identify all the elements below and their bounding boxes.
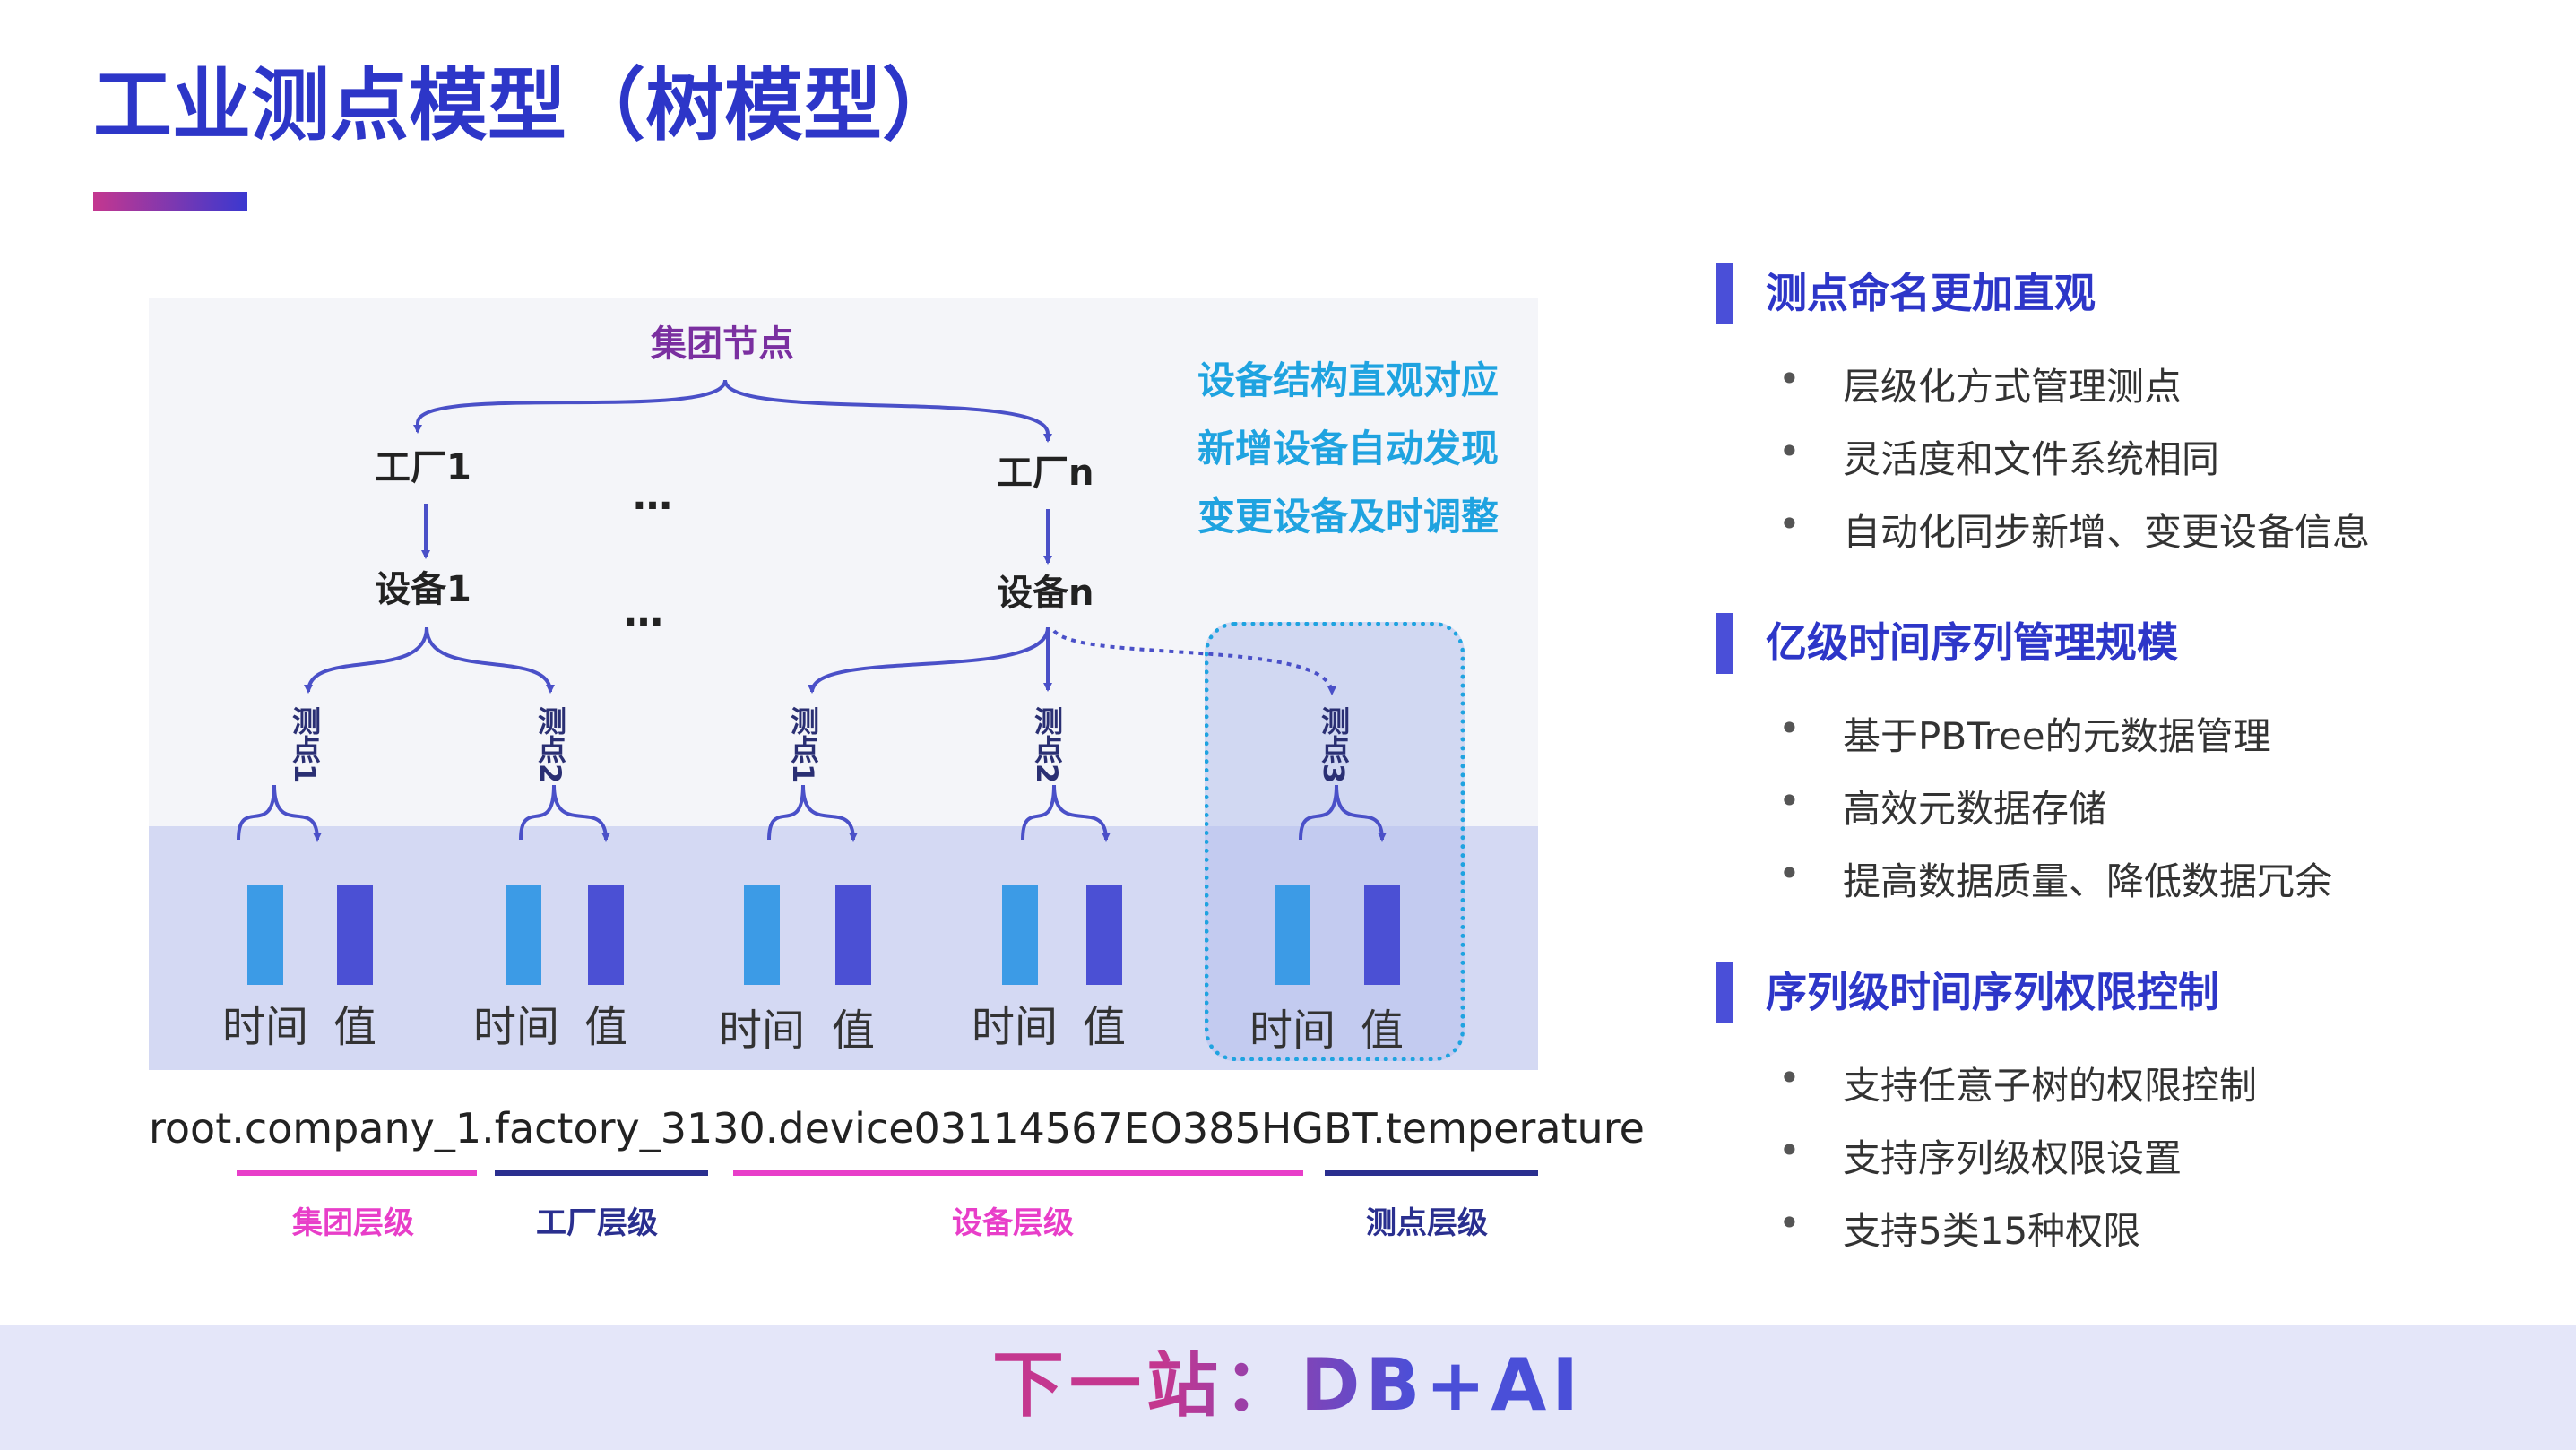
section-accent-bar [1716, 962, 1733, 1023]
arrow-point1b-split [767, 784, 853, 840]
bullet-text: 自动化同步新增、变更设备信息 [1843, 510, 2371, 554]
arrow-point2b-split [1021, 784, 1106, 840]
time-label: 时间 [972, 1002, 1059, 1052]
arrow-point2a-split [519, 784, 606, 840]
title-underline [93, 192, 247, 211]
arrow-point3-split [1299, 784, 1382, 840]
time-label: 时间 [719, 1006, 806, 1056]
point-label: 测点1 [288, 706, 322, 784]
point-label: 测点1 [786, 706, 820, 784]
bullet-text: 灵活度和文件系统相同 [1843, 437, 2220, 481]
arrow-devicen-to-point3 [1052, 629, 1336, 695]
time-bar [1275, 885, 1310, 985]
bullet-icon: • [1778, 1056, 1801, 1100]
arrow-devicen-to-point1 [808, 626, 1050, 694]
section-accent-bar [1716, 613, 1733, 674]
factory-level-label: 工厂层级 [536, 1205, 658, 1241]
bullet-icon: • [1778, 1201, 1801, 1245]
section-title: 序列级时间序列权限控制 [1766, 968, 2219, 1016]
arrow-group-to-factoryn [723, 379, 1052, 443]
section-accent-bar [1716, 263, 1733, 324]
ellipsis-factories: … [633, 473, 672, 519]
time-bar [744, 885, 780, 985]
bullet-icon: • [1778, 502, 1801, 546]
arrow-group-to-factory1 [413, 379, 727, 434]
value-label: 值 [832, 1006, 876, 1056]
bullet-icon: • [1778, 357, 1801, 401]
value-label: 值 [1083, 1002, 1127, 1052]
ellipsis-devices: … [624, 590, 663, 635]
device-level-label: 设备层级 [952, 1205, 1074, 1241]
bullet-text: 支持任意子树的权限控制 [1843, 1064, 2258, 1108]
arrow-device1-to-point1 [304, 626, 428, 694]
section-title: 测点命名更加直观 [1766, 269, 2096, 317]
point-label: 测点2 [533, 706, 567, 784]
feature-2: 新增设备自动发现 [1197, 427, 1500, 470]
factory-level-underline [495, 1170, 708, 1176]
arrow-point1a-split [237, 784, 317, 840]
bullet-icon: • [1778, 779, 1801, 823]
group-level-label: 集团层级 [292, 1205, 414, 1241]
time-label: 时间 [1249, 1006, 1336, 1056]
feature-1: 设备结构直观对应 [1197, 358, 1500, 402]
device-n-node: 设备n [997, 573, 1094, 614]
factory-1-node: 工厂1 [375, 447, 471, 488]
footer-slogan: 下一站：DB+AI [0, 1350, 2576, 1421]
time-bar [1002, 885, 1038, 985]
value-bar [337, 885, 373, 985]
bullet-text: 基于PBTree的元数据管理 [1843, 714, 2271, 758]
bullet-icon: • [1778, 429, 1801, 473]
time-label: 时间 [473, 1002, 560, 1052]
value-bar [1364, 885, 1400, 985]
value-label: 值 [1361, 1006, 1405, 1056]
diagram-arrows [237, 379, 1538, 1070]
bullet-text: 支持序列级权限设置 [1843, 1136, 2183, 1180]
device-level-underline [733, 1170, 1303, 1176]
tree-model-diagram: 集团节点 工厂1 工厂n 设备1 设备n … … 设备结构直观对应 新增设备自动… [149, 298, 1538, 1070]
value-bar [1086, 885, 1122, 985]
time-label: 时间 [222, 1002, 309, 1052]
section-title: 亿级时间序列管理规模 [1766, 618, 2178, 667]
arrow-device1-to-point2 [425, 626, 555, 694]
point-level-underline [1325, 1170, 1538, 1176]
bullet-text: 提高数据质量、降低数据冗余 [1843, 859, 2333, 903]
bullet-icon: • [1778, 706, 1801, 750]
value-bar [835, 885, 871, 985]
group-level-underline [237, 1170, 477, 1176]
time-bar [247, 885, 283, 985]
factory-n-node: 工厂n [997, 453, 1094, 494]
bullet-icon: • [1778, 851, 1801, 895]
device-1-node: 设备1 [375, 569, 471, 610]
point-level-label: 测点层级 [1366, 1205, 1488, 1241]
value-label: 值 [333, 1002, 377, 1052]
bullet-text: 层级化方式管理测点 [1843, 365, 2183, 409]
footer-band: 下一站：DB+AI [0, 1325, 2576, 1450]
page-title: 工业测点模型（树模型） [93, 59, 962, 151]
group-node: 集团节点 [651, 324, 794, 365]
feature-3: 变更设备及时调整 [1197, 495, 1500, 539]
bullet-icon: • [1778, 1128, 1801, 1172]
point-label: 测点2 [1030, 706, 1064, 784]
time-bar [506, 885, 541, 985]
value-bar [588, 885, 624, 985]
point-label: 测点3 [1317, 706, 1351, 784]
path-example: root.company_1.factory_3130.device031145… [149, 1104, 1645, 1152]
bullet-text: 高效元数据存储 [1843, 787, 2107, 831]
value-label: 值 [584, 1002, 628, 1052]
bullet-text: 支持5类15种权限 [1843, 1209, 2141, 1253]
